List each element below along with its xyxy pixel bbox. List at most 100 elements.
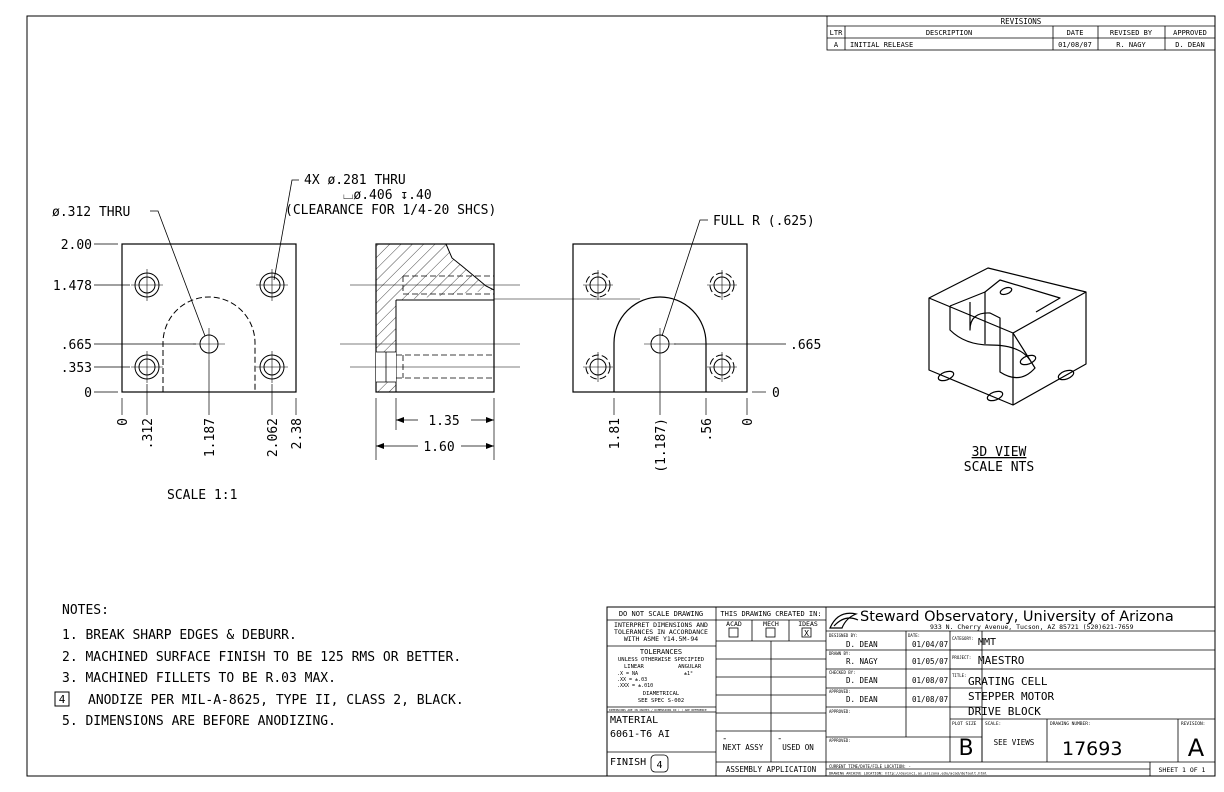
front-dim-x-1-187: 1.187 bbox=[203, 418, 218, 457]
tb-drawing-number: 17693 bbox=[1062, 738, 1122, 760]
revisions-header-description: DESCRIPTION bbox=[926, 29, 972, 37]
note-item: ANODIZE PER MIL-A-8625, TYPE II, CLASS 2… bbox=[88, 693, 464, 708]
tb-next-assy-value: - bbox=[722, 734, 727, 744]
revisions-header-approved: APPROVED bbox=[1173, 29, 1207, 37]
tb-approved-by: D. DEAN bbox=[846, 695, 878, 704]
front-center-hole bbox=[193, 328, 225, 360]
tb-tol-x: .X = NA bbox=[617, 671, 638, 677]
front-view-scale: SCALE 1:1 bbox=[167, 488, 237, 503]
tb-interpret-1: INTERPRET DIMENSIONS AND bbox=[614, 621, 708, 629]
tb-ideas: IDEAS bbox=[798, 620, 818, 628]
tb-project-label: PROJECT: bbox=[952, 655, 971, 660]
title-block bbox=[606, 606, 1216, 777]
revisions-header-revised-by: REVISED BY bbox=[1110, 29, 1153, 37]
tb-date-drawn: 01/05/07 bbox=[912, 657, 948, 666]
tb-category-label: CATEGORY: bbox=[952, 636, 974, 641]
tb-project: MAESTRO bbox=[978, 654, 1024, 667]
notes: NOTES: 1. BREAK SHARP EDGES & DEBURR. 2.… bbox=[54, 603, 464, 729]
tb-scale: SEE VIEWS bbox=[994, 738, 1035, 747]
revisions-header-date: DATE bbox=[1067, 29, 1084, 37]
tb-acad: ACAD bbox=[726, 620, 742, 628]
note-item: 2. MACHINED SURFACE FINISH TO BE 125 RMS… bbox=[62, 650, 461, 665]
tb-interpret-3: WITH ASME Y14.5M-94 bbox=[624, 635, 698, 643]
tb-drawing-number-label: DRAWING NUMBER: bbox=[1050, 721, 1091, 727]
tb-tolerances: TOLERANCES bbox=[640, 648, 682, 656]
tb-revision: A bbox=[1188, 734, 1205, 762]
tb-category: MMT bbox=[978, 637, 996, 648]
section-view bbox=[340, 243, 640, 460]
tb-drawn-by-label: DRAWN BY: bbox=[829, 651, 851, 656]
front-dim-x-2-062: 2.062 bbox=[266, 418, 281, 457]
thru-hole-leader bbox=[150, 210, 206, 337]
full-radius-leader bbox=[661, 219, 708, 337]
tb-organization: Steward Observatory, University of Arizo… bbox=[860, 609, 1174, 625]
front-dim-x-0-312: .312 bbox=[141, 418, 156, 449]
tb-material-label: MATERIAL bbox=[610, 715, 658, 726]
tb-see-spec: SEE SPEC S-002 bbox=[638, 698, 684, 704]
back-thread-hole bbox=[583, 352, 613, 382]
tb-angular: ANGULAR bbox=[678, 664, 702, 670]
tb-checked-by: D. DEAN bbox=[846, 676, 878, 685]
back-view bbox=[572, 219, 786, 415]
tb-used-on-value: - bbox=[777, 734, 782, 744]
tb-archive-location: DRAWING ARCHIVE LOCATION: http://devinci… bbox=[829, 772, 987, 776]
tb-material: 6061-T6 AI bbox=[610, 729, 670, 740]
back-dim-x-1-187-ref: (1.187) bbox=[654, 418, 669, 473]
counterbore-callout-line3: (CLEARANCE FOR 1/4-20 SHCS) bbox=[285, 203, 496, 218]
back-dim-x-0-56: .56 bbox=[700, 418, 715, 441]
front-x-extension-lines bbox=[121, 360, 297, 415]
front-view-hidden-pocket bbox=[162, 296, 256, 392]
back-dim-x-0: 0 bbox=[741, 418, 756, 426]
tb-ideas-checkmark: X bbox=[804, 629, 809, 638]
revision-date: 01/08/07 bbox=[1058, 41, 1092, 49]
back-thread-hole bbox=[583, 270, 613, 300]
front-dim-y-0: 0 bbox=[84, 386, 92, 401]
back-dim-y-0-665: .665 bbox=[790, 338, 821, 353]
revision-description: INITIAL RELEASE bbox=[850, 41, 913, 49]
revisions-title: REVISIONS bbox=[1001, 17, 1042, 26]
note-item: 3. MACHINED FILLETS TO BE R.03 MAX. bbox=[62, 671, 336, 686]
tb-address: 933 N. Cherry Avenue, Tucson, AZ 85721 (… bbox=[930, 623, 1134, 631]
tb-checked-by-label: CHECKED BY: bbox=[829, 670, 856, 675]
tb-dims-note: DIMENSIONS ARE IN INCHES / DIMENSIONS IN… bbox=[609, 708, 707, 712]
tb-approved-label-3: APPROVED: bbox=[829, 738, 851, 743]
revision-ltr: A bbox=[834, 41, 839, 49]
tb-mech: MECH bbox=[763, 620, 779, 628]
steward-observatory-logo bbox=[829, 612, 859, 629]
tb-diametrical: DIAMETRICAL bbox=[643, 691, 680, 697]
section-break-line bbox=[445, 243, 495, 291]
thru-hole-callout: ø.312 THRU bbox=[52, 205, 130, 220]
counterbore-callout-line1: 4X ø.281 THRU bbox=[304, 173, 406, 188]
tb-designed-by: D. DEAN bbox=[846, 640, 878, 649]
tb-linear: LINEAR bbox=[624, 664, 645, 670]
tb-created-in: THIS DRAWING CREATED IN: bbox=[720, 610, 821, 618]
counterbore-callout-line2: ⌴ø.406 ↧.40 bbox=[343, 188, 432, 203]
front-dim-y-0-665: .665 bbox=[61, 338, 92, 353]
revision-approved: D. DEAN bbox=[1175, 41, 1205, 49]
back-dim-x-1-81: 1.81 bbox=[608, 418, 623, 449]
front-dim-y-1-478: 1.478 bbox=[53, 279, 92, 294]
front-dim-x-2-38: 2.38 bbox=[290, 418, 305, 449]
tb-plot-size-label: PLOT SIZE bbox=[952, 721, 977, 727]
iso-outline bbox=[928, 267, 1087, 406]
revisions-header-ltr: LTR bbox=[830, 29, 843, 37]
iso-view-scale: SCALE NTS bbox=[964, 460, 1034, 475]
tb-assembly-application: ASSEMBLY APPLICATION bbox=[726, 765, 816, 774]
tb-date-approved: 01/08/07 bbox=[912, 695, 948, 704]
tb-do-not-scale: DO NOT SCALE DRAWING bbox=[619, 610, 703, 618]
front-view bbox=[94, 179, 299, 415]
note-item: 1. BREAK SHARP EDGES & DEBURR. bbox=[62, 628, 297, 643]
tb-designed-by-label: DESIGNED BY: bbox=[829, 633, 858, 638]
tb-title-3: DRIVE BLOCK bbox=[968, 705, 1041, 718]
revisions-table bbox=[826, 15, 1216, 51]
tb-unless: UNLESS OTHERWISE SPECIFIED bbox=[618, 657, 704, 663]
section-dim-1-60: 1.60 bbox=[423, 440, 454, 455]
tb-used-on: USED ON bbox=[782, 743, 814, 752]
tb-interpret-2: TOLERANCES IN ACCORDANCE bbox=[614, 628, 708, 636]
front-dim-y-0-353: .353 bbox=[61, 361, 92, 376]
tb-current-time: CURRENT TIME/DATE/FILE LOCATION: - bbox=[829, 764, 911, 769]
tb-tol-xxx: .XXX = ±.010 bbox=[617, 683, 653, 689]
tb-tol-xx: .XX = ±.03 bbox=[617, 677, 647, 683]
note-flag-number: 4 bbox=[59, 693, 66, 706]
